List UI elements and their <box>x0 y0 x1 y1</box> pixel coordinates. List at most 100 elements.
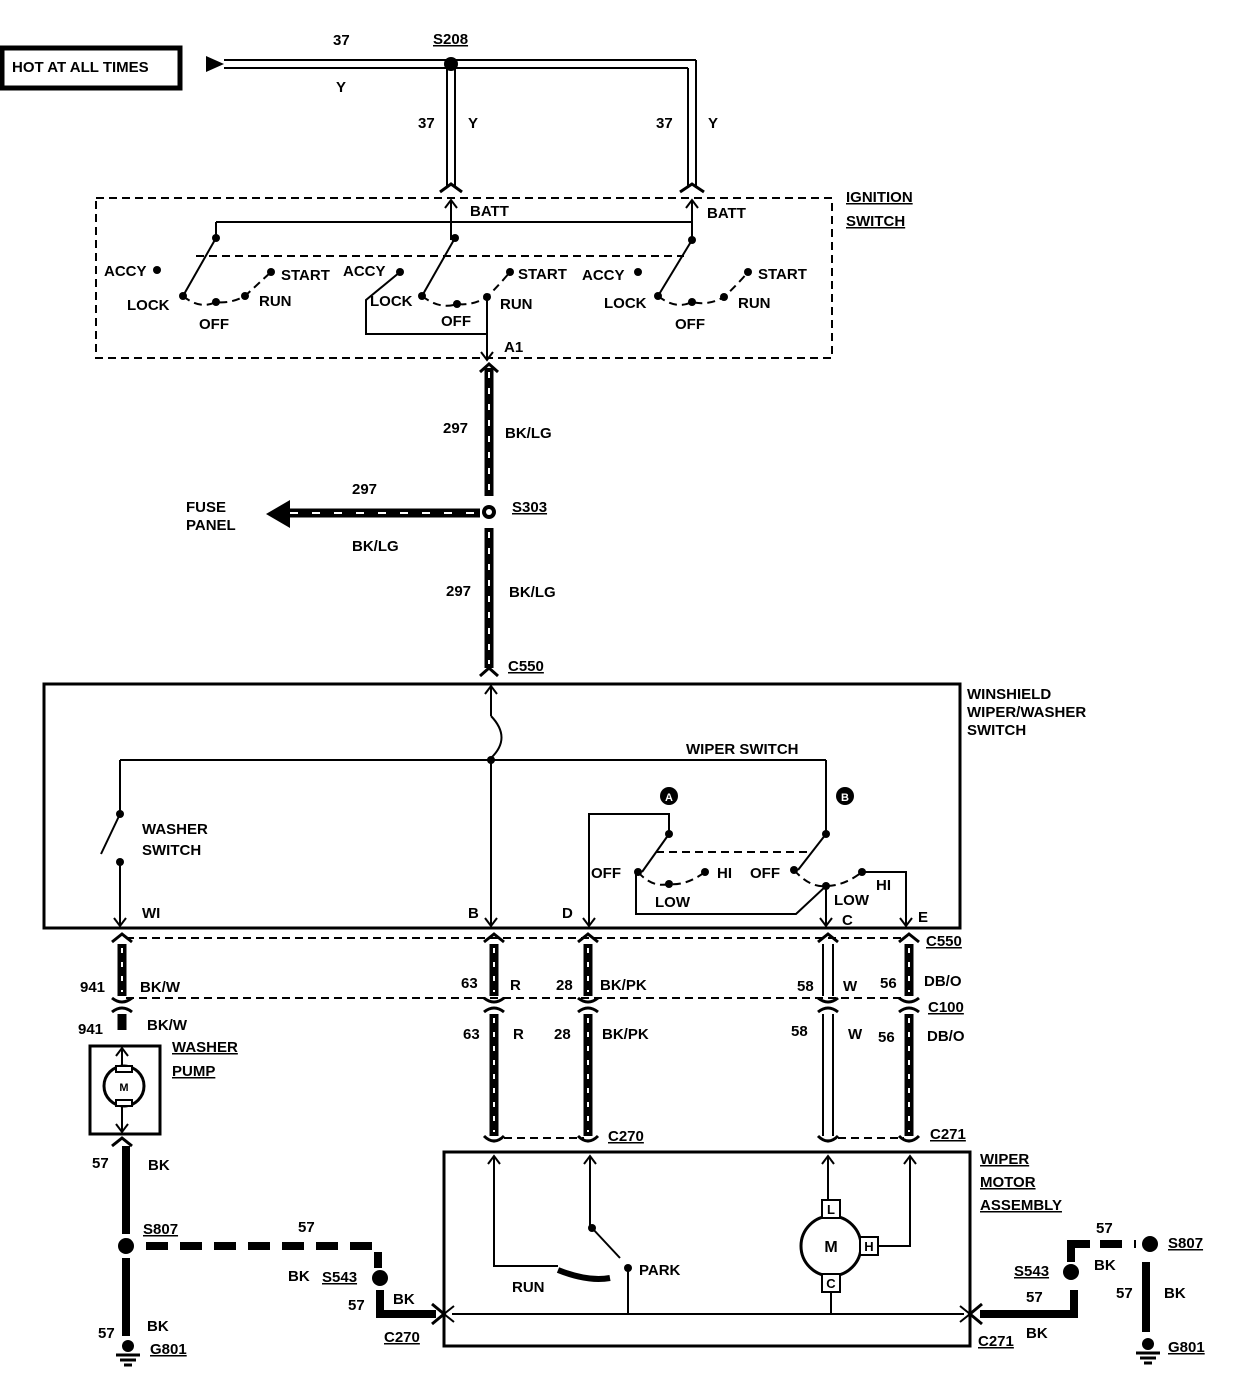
feed-arrow <box>206 56 224 72</box>
right-ground: 57 BK C271 S543 57 BK S807 57 BK G801 <box>967 1220 1205 1365</box>
washer-switch-label-1: WASHER <box>142 821 208 838</box>
motor-title-2: MOTOR <box>980 1174 1036 1191</box>
run-1: RUN <box>259 293 292 310</box>
pin-c: C <box>842 912 853 929</box>
right-drop-color: Y <box>708 115 718 132</box>
pin-b: B <box>468 905 479 922</box>
wire-28-color-2: BK/PK <box>602 1026 649 1043</box>
run-feed-circuit-2: 297 <box>446 583 471 600</box>
wire-56-color: DB/O <box>924 973 962 990</box>
pin-e: E <box>918 909 928 926</box>
off-a: OFF <box>591 865 621 882</box>
washer-pump-title-2: PUMP <box>172 1063 215 1080</box>
run-feed-297: 297 BK/LG S303 297 BK/LG FUSE PANEL 297 … <box>186 361 556 678</box>
wiper-motor-m: M <box>824 1239 837 1256</box>
s807-run-circuit: 57 <box>298 1219 315 1236</box>
fuse-panel-label-2: PANEL <box>186 517 236 534</box>
low-a: LOW <box>655 894 691 911</box>
s807-right-label: S807 <box>1168 1235 1203 1252</box>
run-3: RUN <box>738 295 771 312</box>
pin-d: D <box>562 905 573 922</box>
off-1: OFF <box>199 316 229 333</box>
start-1: START <box>281 267 330 284</box>
g801-left-label: G801 <box>150 1341 187 1358</box>
g801-right-label: G801 <box>1168 1339 1205 1356</box>
hot-label-box <box>0 45 183 91</box>
wire-58-color: W <box>843 978 858 995</box>
splice-s208-label: S208 <box>433 31 468 48</box>
off-3: OFF <box>675 316 705 333</box>
s807-right-circuit: 57 <box>1096 1220 1113 1237</box>
c270-top-label: C270 <box>608 1128 644 1145</box>
feed-color: Y <box>336 79 346 96</box>
wire-58-circuit: 58 <box>797 978 814 995</box>
fuse-panel-circuit: 297 <box>352 481 377 498</box>
wire-28-circuit: 28 <box>556 977 573 994</box>
accy-1: ACCY <box>104 263 147 280</box>
wire-63-color: R <box>510 977 521 994</box>
low-b: LOW <box>834 892 870 909</box>
g801-left-color: BK <box>147 1318 169 1335</box>
feed-circuit: 37 <box>333 32 350 49</box>
wire-941-color: BK/W <box>140 979 181 996</box>
pin-wi: WI <box>142 905 160 922</box>
left-drop-circuit: 37 <box>418 115 435 132</box>
wiper-washer-switch: WINSHIELD WIPER/WASHER SWITCH WIPER SWIT… <box>42 682 1086 930</box>
right-drop-circuit: 37 <box>656 115 673 132</box>
harness: C550 C100 941 BK/W 941 BK/W 63 R 63 R <box>78 932 966 1145</box>
s543-right-label: S543 <box>1014 1263 1049 1280</box>
c271-bottom-label: C271 <box>978 1333 1014 1350</box>
s807-left-label: S807 <box>143 1221 178 1238</box>
left-drop-color: Y <box>468 115 478 132</box>
wire-941-circuit-2: 941 <box>78 1021 103 1038</box>
wiper-switch-label: WIPER SWITCH <box>686 741 799 758</box>
wire-28-circuit-2: 28 <box>554 1026 571 1043</box>
s543-left-color: BK <box>288 1268 310 1285</box>
module-title-2: WIPER/WASHER <box>967 704 1086 721</box>
run-feed-color-2: BK/LG <box>509 584 556 601</box>
g801-left-circuit: 57 <box>98 1325 115 1342</box>
s543-left-label: S543 <box>322 1269 357 1286</box>
lock-3: LOCK <box>604 295 647 312</box>
c100-label: C100 <box>928 999 964 1016</box>
run-2: RUN <box>500 296 533 313</box>
s543-left-circuit: 57 <box>348 1297 365 1314</box>
brush-h: H <box>864 1239 873 1254</box>
off-2: OFF <box>441 313 471 330</box>
wiper-motor-assembly: WIPER MOTOR ASSEMBLY RUN PARK M L H C <box>442 1150 1062 1348</box>
lock-1: LOCK <box>127 297 170 314</box>
s543-right-circuit: 57 <box>1026 1289 1043 1306</box>
wire-63-color-2: R <box>513 1026 524 1043</box>
s543-left-bk: BK <box>393 1291 415 1308</box>
g801-right-circuit: 57 <box>1116 1285 1133 1302</box>
g801-right-color: BK <box>1164 1285 1186 1302</box>
module-title-3: SWITCH <box>967 722 1026 739</box>
accy-2: ACCY <box>343 263 386 280</box>
wire-63-circuit: 63 <box>461 975 478 992</box>
lock-2: LOCK <box>370 293 413 310</box>
wire-56-color-2: DB/O <box>927 1028 965 1045</box>
brush-c: C <box>826 1276 836 1291</box>
fuse-panel-color: BK/LG <box>352 538 399 555</box>
run-feed-circuit-1: 297 <box>443 420 468 437</box>
park-contact-label: PARK <box>639 1262 681 1279</box>
washer-pump-title-1: WASHER <box>172 1039 238 1056</box>
wire-63-circuit-2: 63 <box>463 1026 480 1043</box>
marker-a: A <box>665 792 673 804</box>
hi-b: HI <box>876 877 891 894</box>
ignition-title-1: IGNITION <box>846 189 913 206</box>
fuse-panel-label-1: FUSE <box>186 499 226 516</box>
washer-pump-motor: M <box>119 1082 128 1094</box>
wire-58-color-2: W <box>848 1026 863 1043</box>
c550-top-label: C550 <box>508 658 544 675</box>
ignition-title-2: SWITCH <box>846 213 905 230</box>
wire-28-color: BK/PK <box>600 977 647 994</box>
start-3: START <box>758 266 807 283</box>
marker-b: B <box>841 792 849 804</box>
motor-title-3: ASSEMBLY <box>980 1197 1062 1214</box>
accy-3: ACCY <box>582 267 625 284</box>
pin-a1: A1 <box>504 339 523 356</box>
module-title-1: WINSHIELD <box>967 686 1051 703</box>
washer-switch-label-2: SWITCH <box>142 842 201 859</box>
